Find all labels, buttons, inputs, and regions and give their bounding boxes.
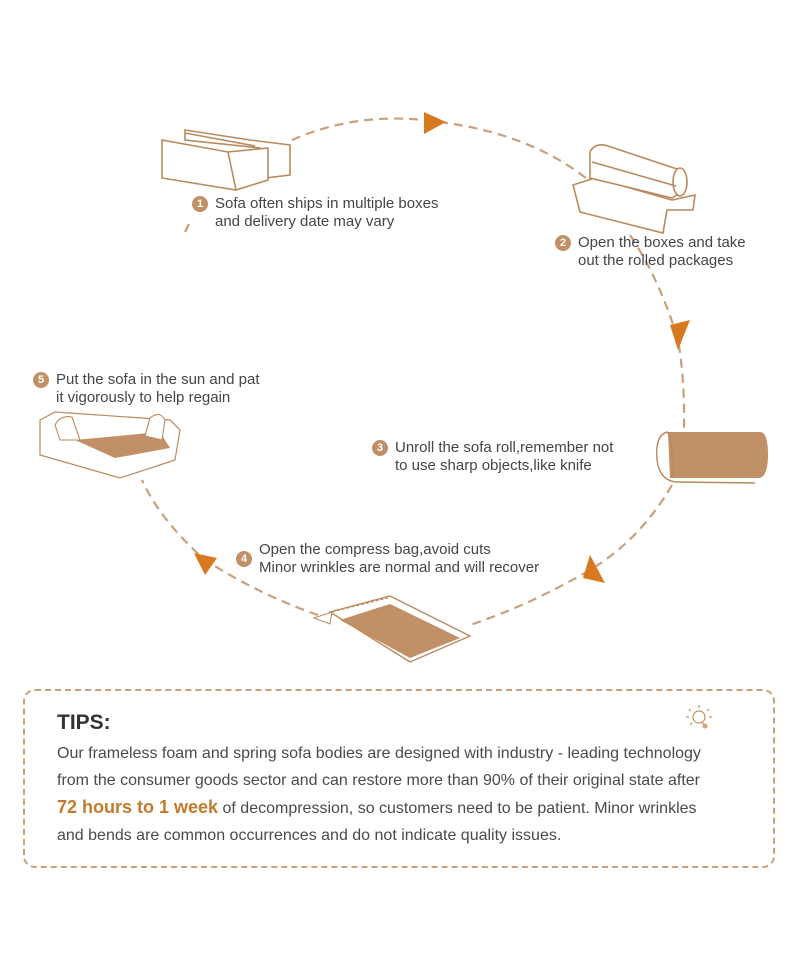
step-text-line1: Unroll the sofa roll,remember not (395, 439, 614, 456)
step-number-badge: 2 (555, 235, 571, 251)
step-text-line1: Open the compress bag,avoid cuts (259, 541, 491, 558)
lightbulb-icon (686, 705, 712, 729)
sofa-roll-icon (656, 431, 768, 484)
tips-line: from the consumer goods sector and can r… (57, 772, 700, 789)
step-text-line1: Open the boxes and take (578, 234, 746, 251)
tips-line: Our frameless foam and spring sofa bodie… (57, 745, 701, 762)
step-5: 5 Put the sofa in the sun and pat it vig… (33, 371, 259, 407)
step-text-line2: Minor wrinkles are normal and will recov… (259, 559, 540, 576)
step-number-badge: 1 (192, 196, 208, 212)
step-text-line2: it vigorously to help regain (56, 389, 231, 406)
tips-body: Our frameless foam and spring sofa bodie… (57, 740, 757, 849)
step-text-line2: and delivery date may vary (215, 213, 395, 230)
step-number-badge: 5 (33, 372, 49, 388)
step-text-line1: Put the sofa in the sun and pat (56, 371, 260, 388)
step-number-badge: 3 (372, 440, 388, 456)
step-text-line2: out the rolled packages (578, 252, 734, 269)
step-text-line2: to use sharp objects,like knife (395, 457, 592, 474)
arrow-icon (583, 555, 605, 583)
tips-title: TIPS: (57, 711, 111, 734)
hands-patting-sofa-icon (39, 411, 181, 479)
tips-highlight: 72 hours to 1 week (57, 797, 219, 817)
step-2: 2 Open the boxes and take out the rolled… (555, 234, 746, 270)
step-3: 3 Unroll the sofa roll,remember not to u… (372, 439, 613, 475)
open-box-roll-icon (572, 144, 696, 234)
stacked-boxes-icon (161, 129, 291, 191)
tips-box: TIPS: Our frameless foam and spring sofa… (23, 689, 775, 868)
arrow-icon (424, 112, 446, 134)
step-4: 4 Open the compress bag,avoid cuts Minor… (236, 541, 539, 577)
arrow-icon (670, 320, 690, 350)
step-text-line1: Sofa often ships in multiple boxes (215, 195, 439, 212)
compress-bag-icon (312, 595, 472, 663)
step-number-badge: 4 (236, 551, 252, 567)
tips-line: 72 hours to 1 week of decompression, so … (57, 794, 757, 822)
arrow-icon (194, 553, 217, 575)
step-1: 1 Sofa often ships in multiple boxes and… (192, 195, 438, 231)
tips-line: and bends are common occurrences and do … (57, 827, 562, 844)
cycle-artwork (39, 112, 768, 663)
tips-line-rest: of decompression, so customers need to b… (218, 800, 697, 817)
